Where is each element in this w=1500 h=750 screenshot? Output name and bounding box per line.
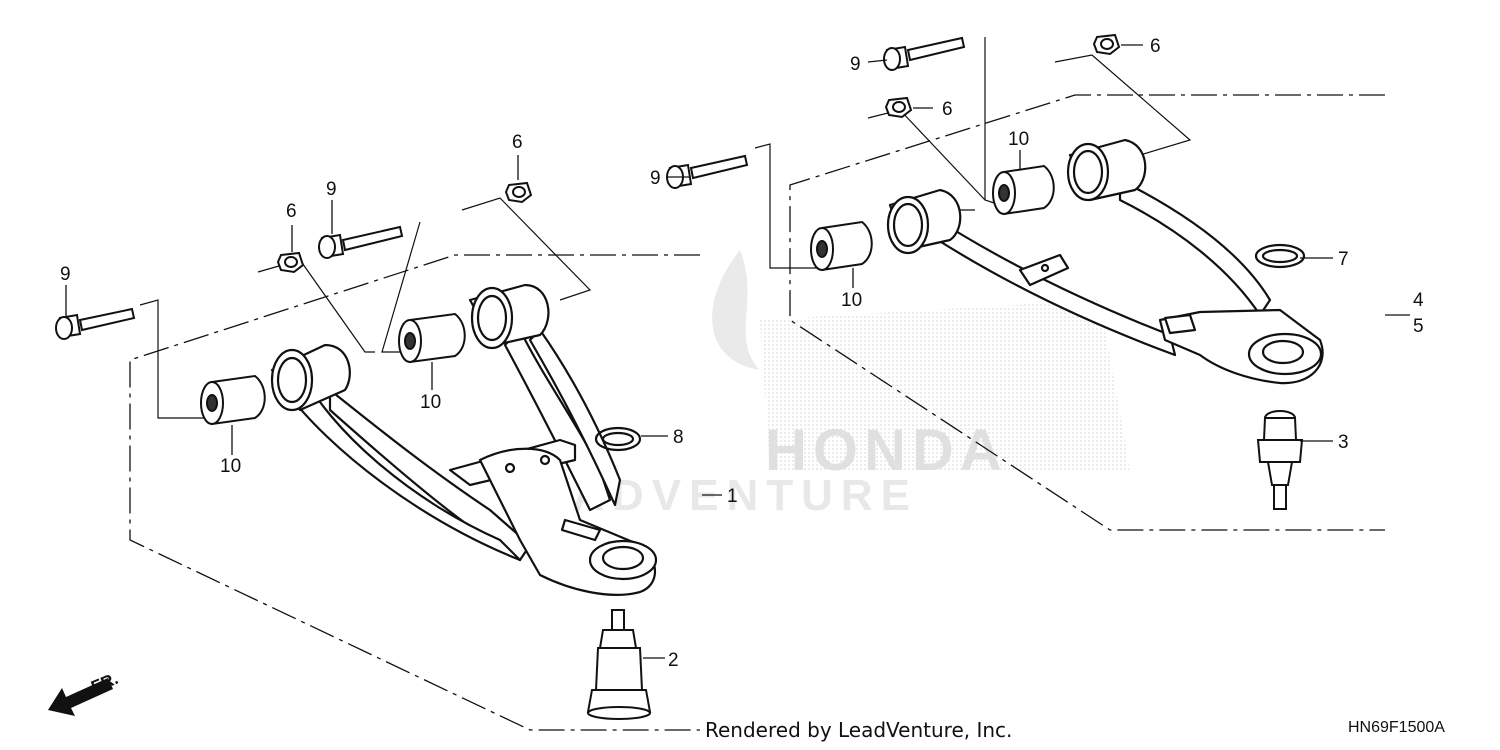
upper-bushing-right — [992, 164, 1055, 216]
upper-arm — [886, 138, 1324, 385]
callout-bolt-upper-top: 9 — [850, 54, 861, 75]
callout-bolt-lower-left: 9 — [60, 264, 71, 285]
upper-ball-joint — [1256, 410, 1304, 510]
callout-bushing-upper-left: 10 — [841, 290, 862, 311]
callout-nut-upper-left: 6 — [942, 99, 953, 120]
lower-nut-left — [276, 251, 305, 274]
upper-bolt-left — [666, 154, 749, 189]
callout-bushing-lower-left: 10 — [220, 456, 241, 477]
upper-bushing-left — [810, 220, 873, 272]
callout-bushing-upper-right: 10 — [1008, 129, 1029, 150]
upper-circlip — [1254, 243, 1306, 269]
callout-bolt-lower-right: 9 — [326, 179, 337, 200]
lower-bolt-left — [55, 307, 136, 340]
render-credit: Rendered by LeadVenture, Inc. — [705, 718, 1013, 742]
lower-circlip — [594, 426, 642, 452]
lower-bushing-left — [200, 374, 266, 426]
lower-ball-joint — [586, 609, 652, 720]
upper-bolt-top — [883, 36, 966, 71]
watermark-wing-pattern — [760, 300, 1130, 470]
callout-bushing-lower-right: 10 — [420, 392, 441, 413]
upper-nut-left — [884, 96, 913, 119]
lower-arm-group-outline — [129, 254, 700, 731]
lower-bushing-right — [398, 312, 466, 364]
callout-upper-arm-b: 5 — [1413, 316, 1424, 337]
lower-nut-right — [504, 181, 533, 204]
callout-bolt-upper-left: 9 — [650, 168, 661, 189]
callout-lower-arm: 1 — [727, 486, 738, 507]
lower-arm — [270, 283, 658, 596]
watermark-brand: HONDA — [765, 418, 1008, 483]
callout-nut-upper-right: 6 — [1150, 36, 1161, 57]
front-label: FR. — [88, 669, 121, 697]
lower-bolt-right — [318, 225, 404, 259]
callout-lower-ball-joint: 2 — [668, 650, 679, 671]
upper-arm-group-outline — [789, 94, 1385, 531]
callout-nut-lower-right: 6 — [512, 132, 523, 153]
callout-lower-circlip: 8 — [673, 427, 684, 448]
upper-nut-right — [1092, 33, 1121, 56]
callout-upper-ball-joint: 3 — [1338, 432, 1349, 453]
diagram-code: HN69F1500A — [1348, 719, 1445, 736]
front-arrow-icon: FR. — [48, 669, 121, 716]
callout-nut-lower-left: 6 — [286, 201, 297, 222]
callout-upper-arm-a: 4 — [1413, 290, 1424, 311]
callout-upper-circlip: 7 — [1338, 249, 1349, 270]
watermark-flame — [712, 250, 760, 370]
callout-leaders — [65, 44, 1410, 659]
